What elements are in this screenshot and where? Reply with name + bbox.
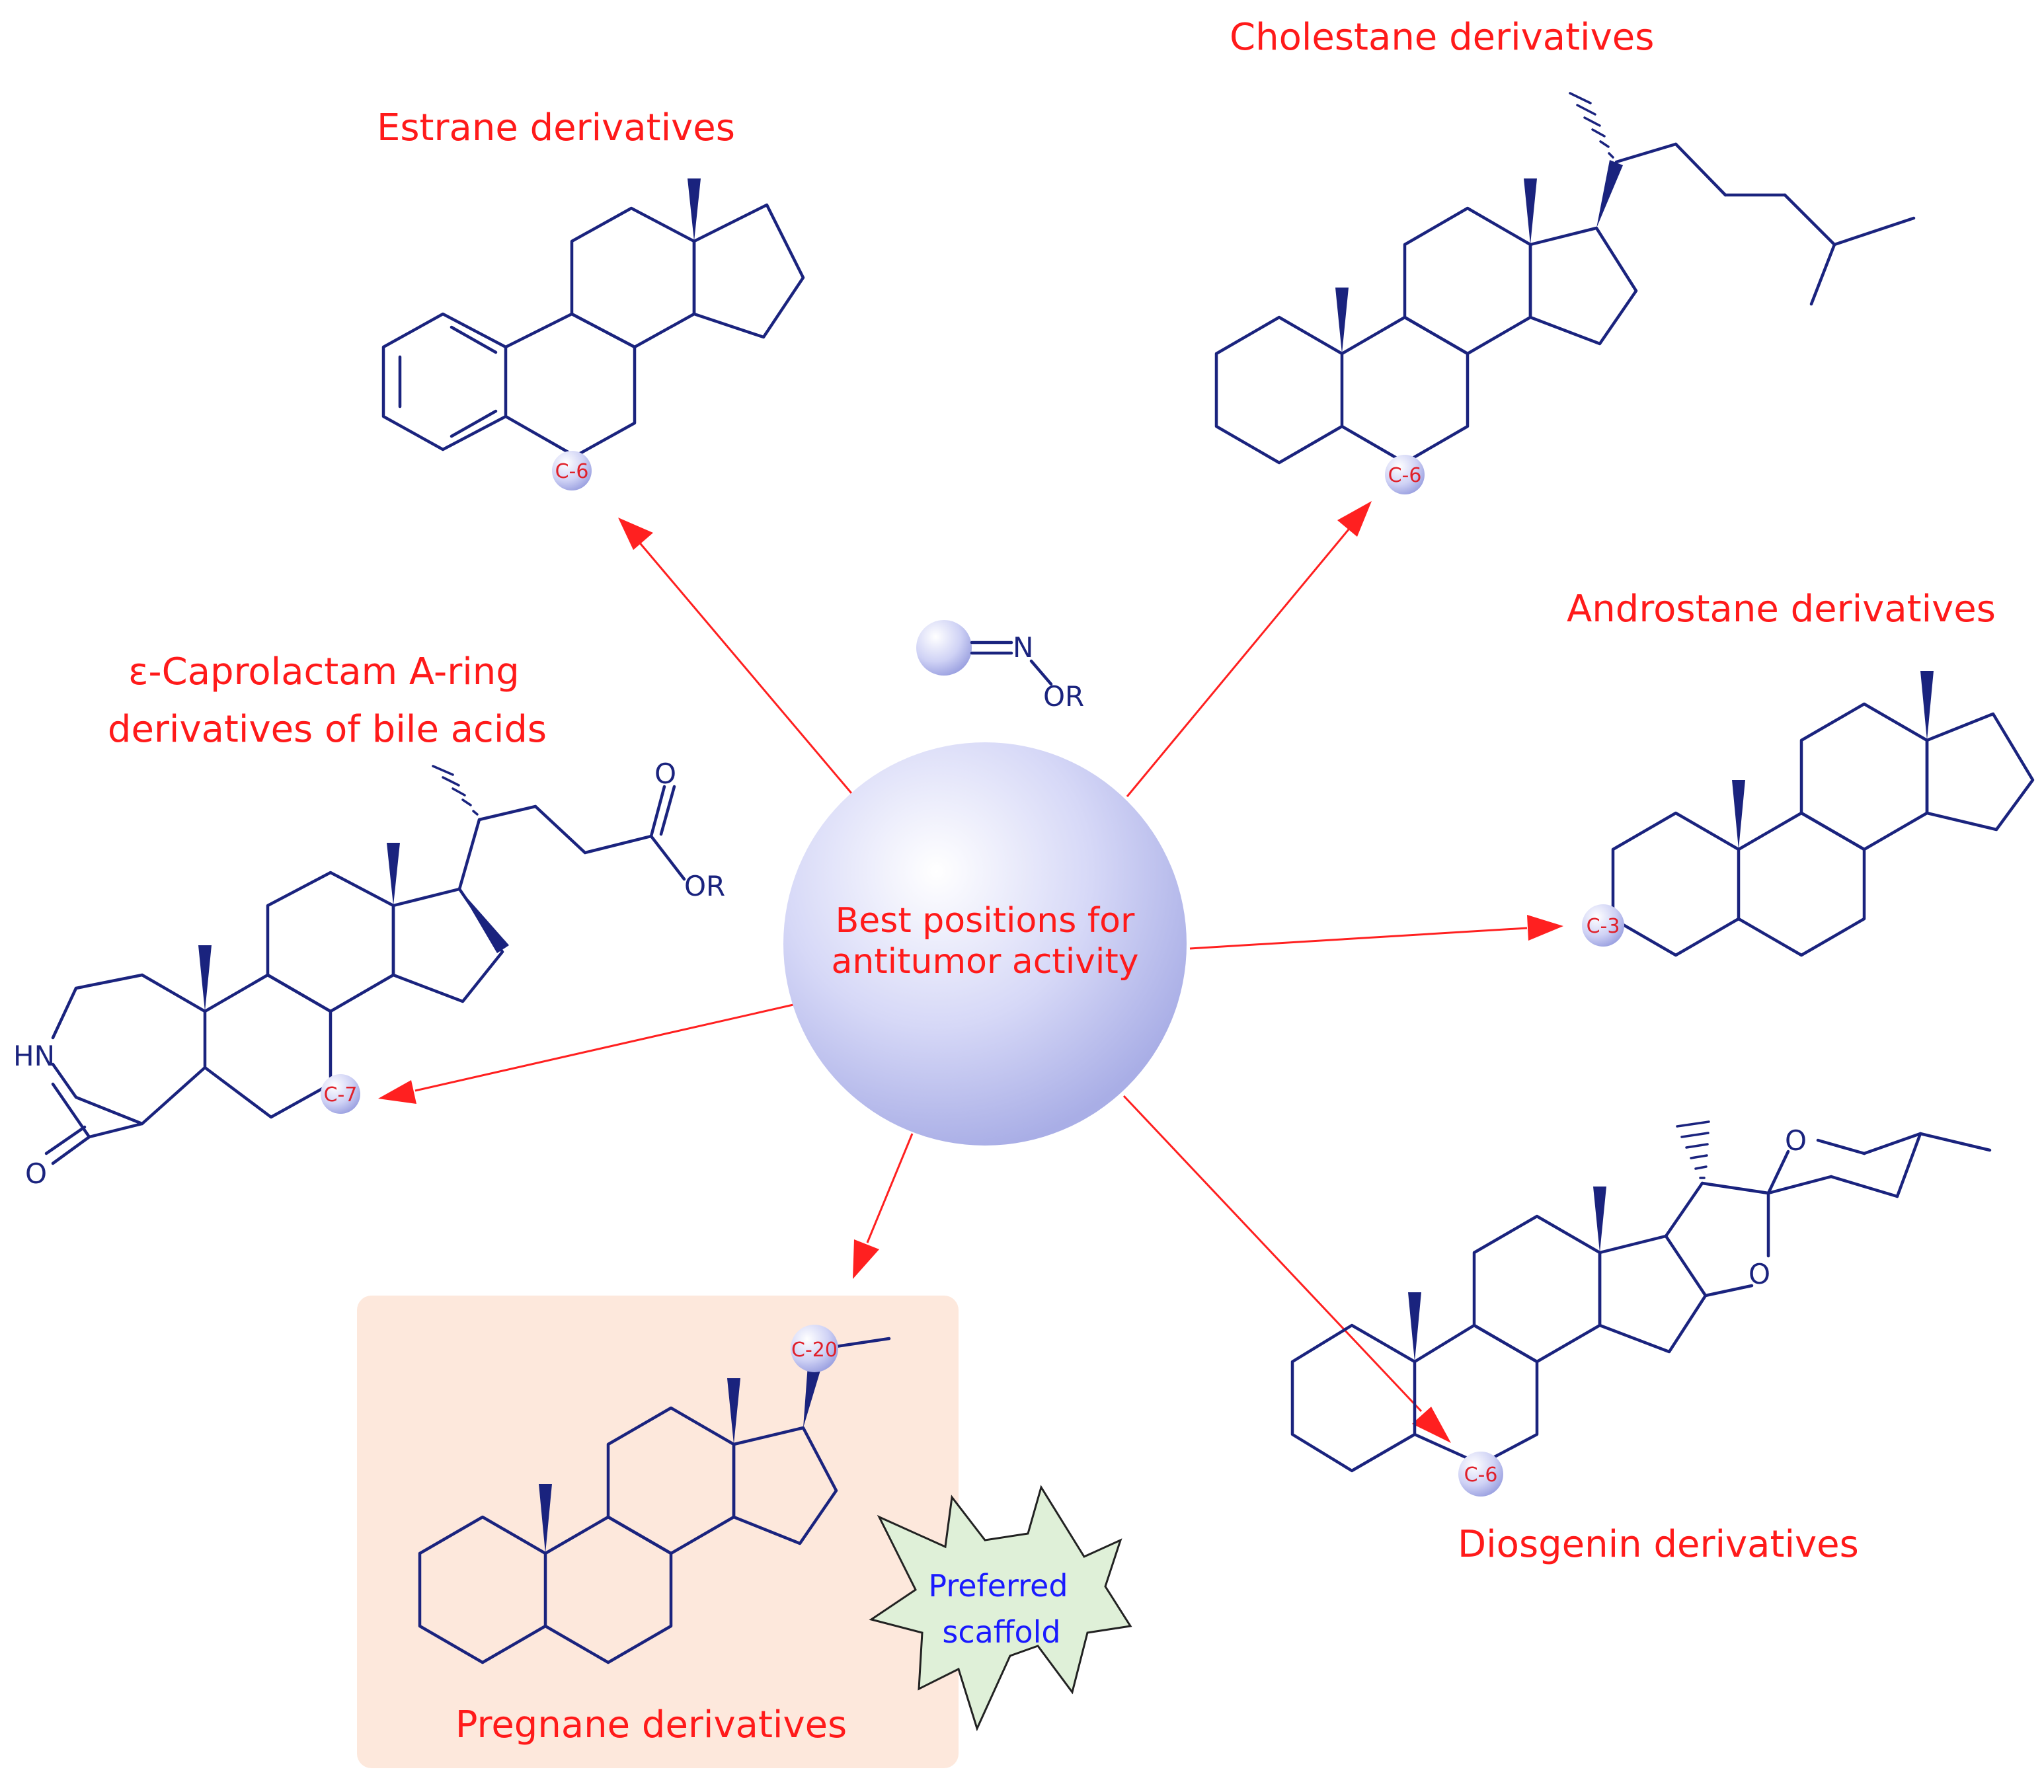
arrow-cholestane [1126,525,1353,797]
arrowhead-estrane [618,518,653,550]
arrow-androstane [1189,927,1528,950]
androstane-c3-dot [1582,904,1624,947]
position-dot-icon [916,620,972,676]
androstane-structure: Androstane derivatives C-3 [1567,588,2035,957]
diosgenin-o-pyran: O [1785,1124,1807,1157]
cholestane-c6-label: C-6 [1388,464,1422,487]
arrow-caprolactam [414,1003,794,1092]
arrowhead-pregnane [853,1239,879,1279]
caprolactam-o: O [25,1157,47,1190]
arrow-estrane [637,540,853,794]
preferred-scaffold-badge: Preferred scaffold [869,1485,1132,1732]
caprolactam-c7-dot [321,1074,360,1114]
badge-line1: Preferred [928,1568,1068,1604]
caprolactam-hn: HN [13,1040,55,1072]
center-label-line2: antitumor activity [831,942,1138,982]
estrane-structure: Estrane derivatives C-6 [377,106,805,490]
oxime-or: OR [1043,680,1084,713]
caprolactam-acid-or: OR [684,870,725,902]
arrow-diosgenin [1122,1095,1423,1413]
pregnane-highlight-box [357,1296,959,1768]
estrane-c6-label: C-6 [555,460,589,483]
center-label-line1: Best positions for [836,901,1135,941]
cholestane-caption: Cholestane derivatives [1230,16,1654,59]
caprolactam-acid-o: O [654,758,676,790]
caprolactam-structure: ε-Caprolactam A-ring derivatives of bile… [13,650,725,1190]
arrowhead-androstane [1527,915,1563,941]
cholestane-c6-dot [1385,455,1425,494]
caprolactam-caption-line2: derivatives of bile acids [108,708,547,751]
androstane-c3-label: C-3 [1587,915,1620,938]
estrane-caption: Estrane derivatives [377,106,735,149]
arrowhead-caprolactam [378,1080,416,1104]
arrowhead-cholestane [1337,501,1372,537]
badge-line2: scaffold [942,1614,1060,1650]
pregnane-c20-dot [791,1325,838,1372]
caprolactam-c7-label: C-7 [324,1083,358,1107]
diosgenin-structure: Diosgenin derivatives O O [1290,1120,1992,1566]
diosgenin-c6-label: C-6 [1464,1463,1498,1487]
star-burst-icon [869,1485,1132,1732]
androstane-caption: Androstane derivatives [1567,588,1996,631]
cholestane-structure: Cholestane derivatives C-6 [1214,16,1916,494]
center-sphere [783,742,1187,1146]
diosgenin-o-furan: O [1749,1258,1770,1290]
estrane-c6-dot [552,451,592,490]
diosgenin-c6-dot [1458,1452,1503,1497]
diosgenin-caption: Diosgenin derivatives [1458,1523,1859,1566]
caprolactam-caption-line1: ε-Caprolactam A-ring [128,650,520,693]
oxime-legend: N OR [916,620,1084,713]
arrowhead-diosgenin [1412,1407,1451,1443]
arrows [378,501,1563,1443]
pregnane-caption: Pregnane derivatives [455,1703,847,1746]
pregnane-c20-label: C-20 [791,1339,838,1362]
pregnane-structure: Pregnane derivatives C-20 [418,1325,891,1746]
arrow-pregnane [866,1133,914,1243]
oxime-n: N [1013,631,1033,664]
